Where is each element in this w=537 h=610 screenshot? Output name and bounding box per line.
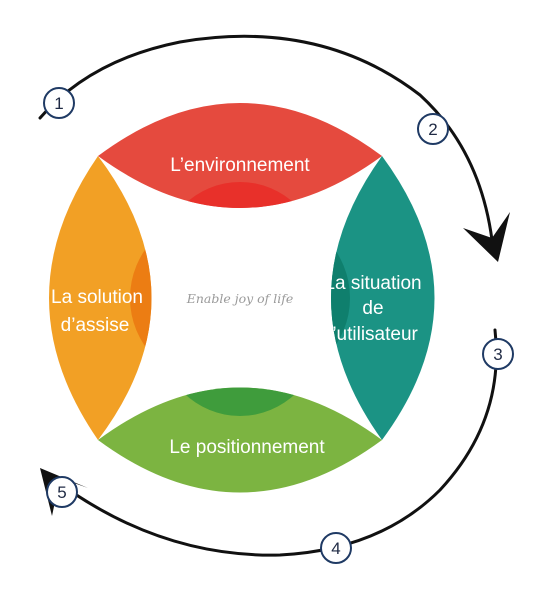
svg-text:4: 4: [331, 539, 340, 558]
svg-text:La situation: La situation: [324, 273, 421, 294]
step-badge-3: 3: [482, 338, 514, 370]
segment-left: [49, 156, 152, 440]
step-badge-5: 5: [46, 476, 78, 508]
segment-right-label: La situation de l’utilisateur: [324, 273, 421, 345]
svg-text:1: 1: [54, 94, 63, 113]
segment-bottom: [98, 387, 382, 493]
step-badge-4: 4: [320, 532, 352, 564]
arrow-head-right: [463, 212, 510, 262]
arrow-arc-lower: [53, 328, 498, 557]
segment-left-label: La solution d’assise: [51, 287, 143, 336]
segment-top-label: L’environnement: [170, 155, 310, 176]
svg-text:La solution: La solution: [51, 287, 143, 308]
arrow-arc-upper: [38, 34, 494, 242]
segment-top: [98, 103, 382, 208]
cycle-arrows: [38, 34, 498, 557]
step-badge-2: 2: [417, 113, 449, 145]
svg-text:l’utilisateur: l’utilisateur: [328, 324, 418, 345]
step-badge-1: 1: [43, 87, 75, 119]
svg-text:5: 5: [57, 483, 66, 502]
segment-bottom-label: Le positionnement: [169, 437, 325, 458]
svg-text:d’assise: d’assise: [61, 315, 130, 336]
svg-text:3: 3: [493, 345, 502, 364]
svg-text:de: de: [362, 298, 383, 319]
svg-text:2: 2: [428, 120, 437, 139]
segment-right: [331, 156, 435, 440]
center-tagline: Enable joy of life: [186, 291, 294, 306]
